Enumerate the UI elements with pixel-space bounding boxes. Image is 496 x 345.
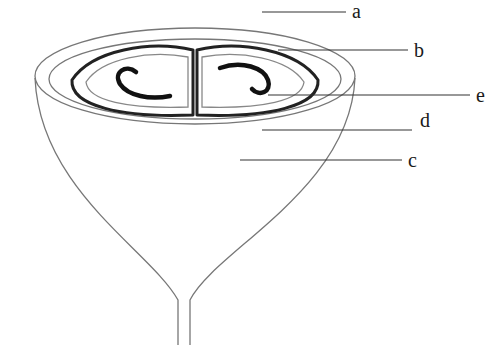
right-embryo-hook — [220, 65, 269, 93]
outer-rim — [35, 28, 355, 124]
leader-line — [262, 11, 346, 12]
part-letter: d — [420, 110, 430, 130]
cup-right-wall — [190, 78, 355, 345]
leader-line — [278, 49, 408, 50]
left-cotyledon — [72, 46, 193, 115]
part-letter: a — [352, 1, 361, 21]
right-cotyledon — [197, 46, 318, 115]
leader-line — [262, 129, 412, 130]
left-embryo-hook — [118, 69, 170, 98]
right-inner-layer — [202, 55, 304, 108]
part-letter: c — [408, 150, 417, 170]
cup-left-wall — [35, 78, 178, 345]
part-letter: b — [414, 40, 424, 60]
leader-line — [268, 94, 470, 95]
left-inner-layer — [86, 55, 188, 108]
leader-line — [240, 159, 402, 160]
inner-rim — [49, 39, 341, 119]
part-letter: e — [476, 85, 485, 105]
